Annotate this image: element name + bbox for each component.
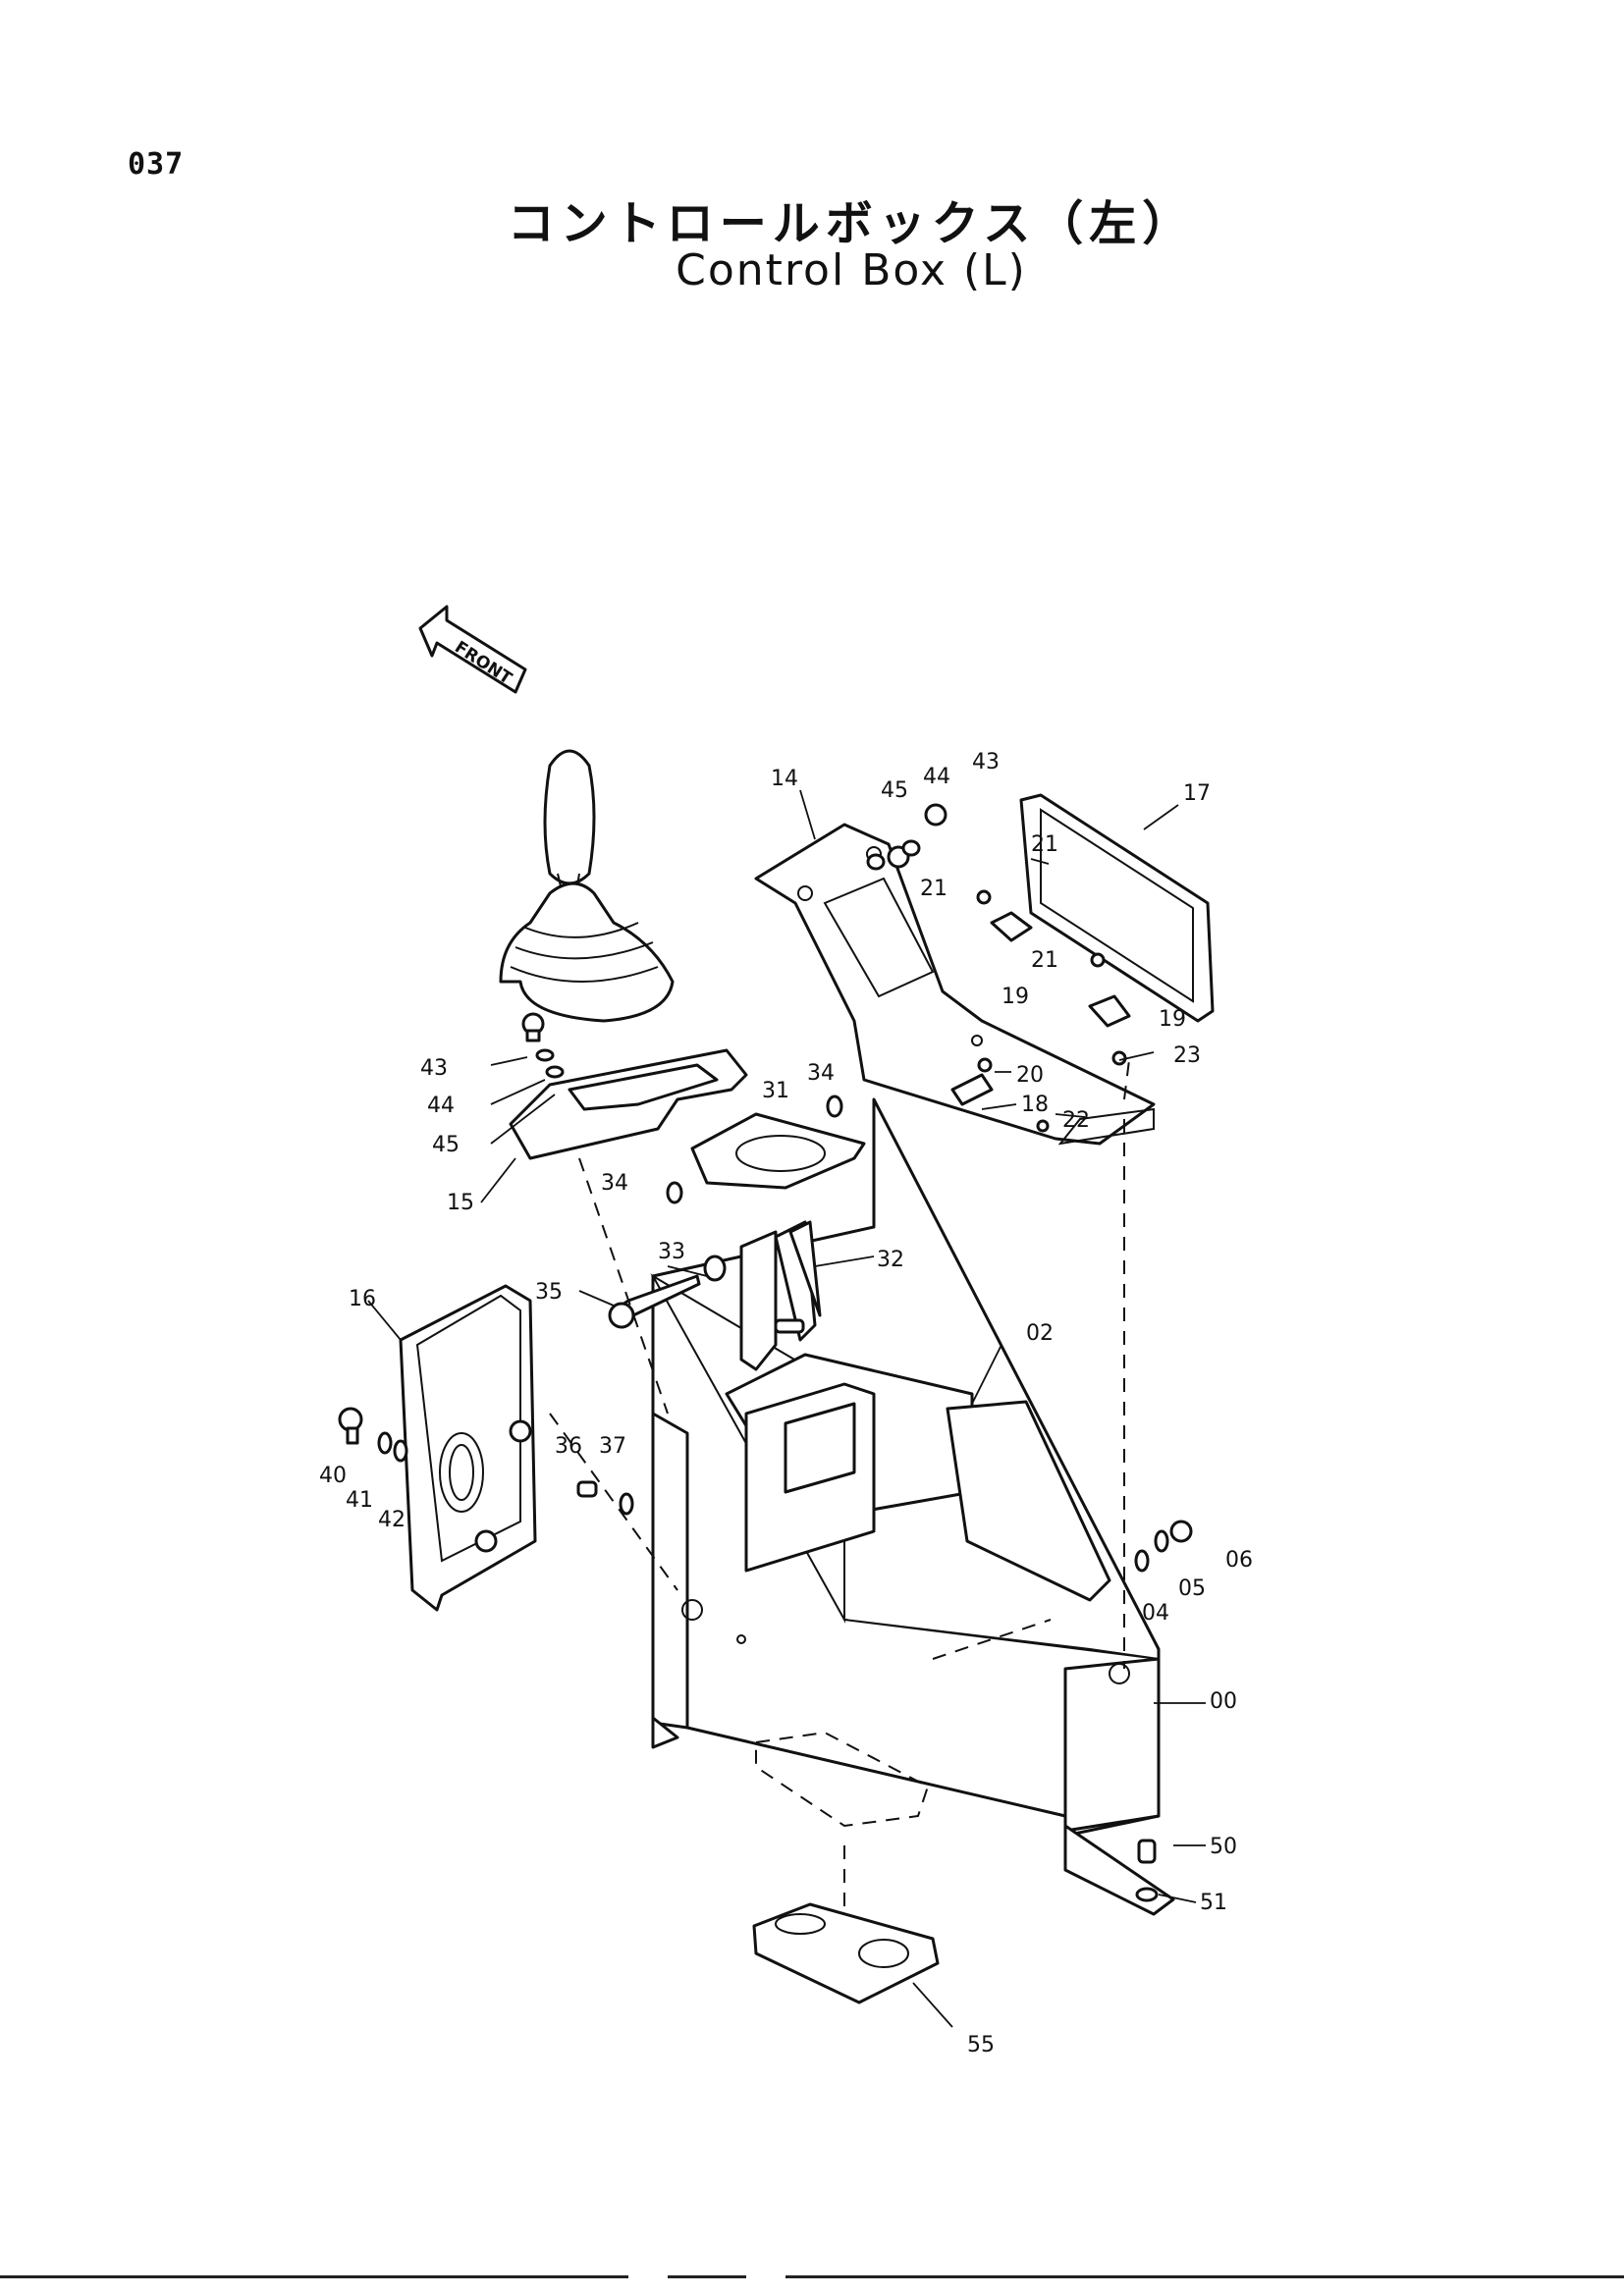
callout-02: 02 xyxy=(1026,1321,1054,1346)
page-number: 037 xyxy=(128,147,185,182)
callout-45a: 45 xyxy=(881,778,908,803)
callout-14: 14 xyxy=(771,767,798,791)
callout-42: 42 xyxy=(378,1508,406,1532)
top-cover xyxy=(754,823,1156,1146)
lever-bracket xyxy=(509,1048,748,1160)
callout-41: 41 xyxy=(346,1488,373,1513)
callout-04: 04 xyxy=(1142,1601,1169,1626)
footer-rule xyxy=(0,2275,1624,2278)
callout-06: 06 xyxy=(1225,1548,1253,1573)
callout-45b: 45 xyxy=(432,1133,460,1157)
title-english: Control Box (L) xyxy=(676,245,1027,295)
lever-arm-bracket xyxy=(739,1220,822,1371)
callout-37: 37 xyxy=(599,1434,626,1459)
side-cover xyxy=(946,1400,1111,1602)
callout-34b: 34 xyxy=(601,1171,628,1196)
front-arrow-icon: FRONT xyxy=(418,605,527,694)
callout-labels: 00 02 04 05 06 14 15 16 17 18 19 19 20 2… xyxy=(319,750,1253,2057)
callout-31: 31 xyxy=(762,1079,789,1103)
callout-44b: 44 xyxy=(427,1094,455,1118)
callout-33: 33 xyxy=(658,1240,685,1264)
callout-44a: 44 xyxy=(923,765,950,789)
callout-51: 51 xyxy=(1200,1891,1227,1915)
callout-21a: 21 xyxy=(1031,832,1058,857)
callout-05: 05 xyxy=(1178,1576,1206,1601)
callout-36: 36 xyxy=(555,1434,582,1459)
callout-35: 35 xyxy=(535,1280,563,1305)
callout-43a: 43 xyxy=(972,750,1000,774)
callout-15: 15 xyxy=(447,1191,474,1215)
callout-50: 50 xyxy=(1210,1835,1237,1859)
mounting-plate xyxy=(690,1112,866,1190)
assembly-lines xyxy=(549,1059,1130,1914)
control-box-body xyxy=(650,1097,1175,1916)
fasteners xyxy=(338,803,1193,1902)
foot-plate xyxy=(752,1902,940,2004)
callout-23: 23 xyxy=(1173,1043,1201,1068)
callout-55: 55 xyxy=(967,2033,995,2057)
callout-21b: 21 xyxy=(920,877,947,901)
long-bolt xyxy=(608,1274,701,1329)
callout-17: 17 xyxy=(1183,781,1211,806)
callout-21c: 21 xyxy=(1031,948,1058,973)
callout-32: 32 xyxy=(877,1248,904,1272)
leader-lines xyxy=(367,789,1206,2028)
callout-40: 40 xyxy=(319,1464,347,1488)
callout-19b: 19 xyxy=(1159,1007,1186,1032)
side-panel xyxy=(1019,793,1215,1023)
control-lever xyxy=(499,749,675,1023)
callout-20: 20 xyxy=(1016,1063,1044,1088)
callout-16: 16 xyxy=(349,1287,376,1311)
callout-00: 00 xyxy=(1210,1689,1237,1714)
callout-43b: 43 xyxy=(420,1056,448,1081)
callout-34a: 34 xyxy=(807,1061,835,1086)
callout-19a: 19 xyxy=(1001,985,1029,1009)
left-side-panel xyxy=(399,1284,537,1612)
callout-18: 18 xyxy=(1021,1093,1049,1117)
inner-bracket xyxy=(744,1382,876,1573)
callout-22: 22 xyxy=(1062,1108,1090,1133)
title-japanese: コントロールボックス（左） xyxy=(507,196,1196,251)
